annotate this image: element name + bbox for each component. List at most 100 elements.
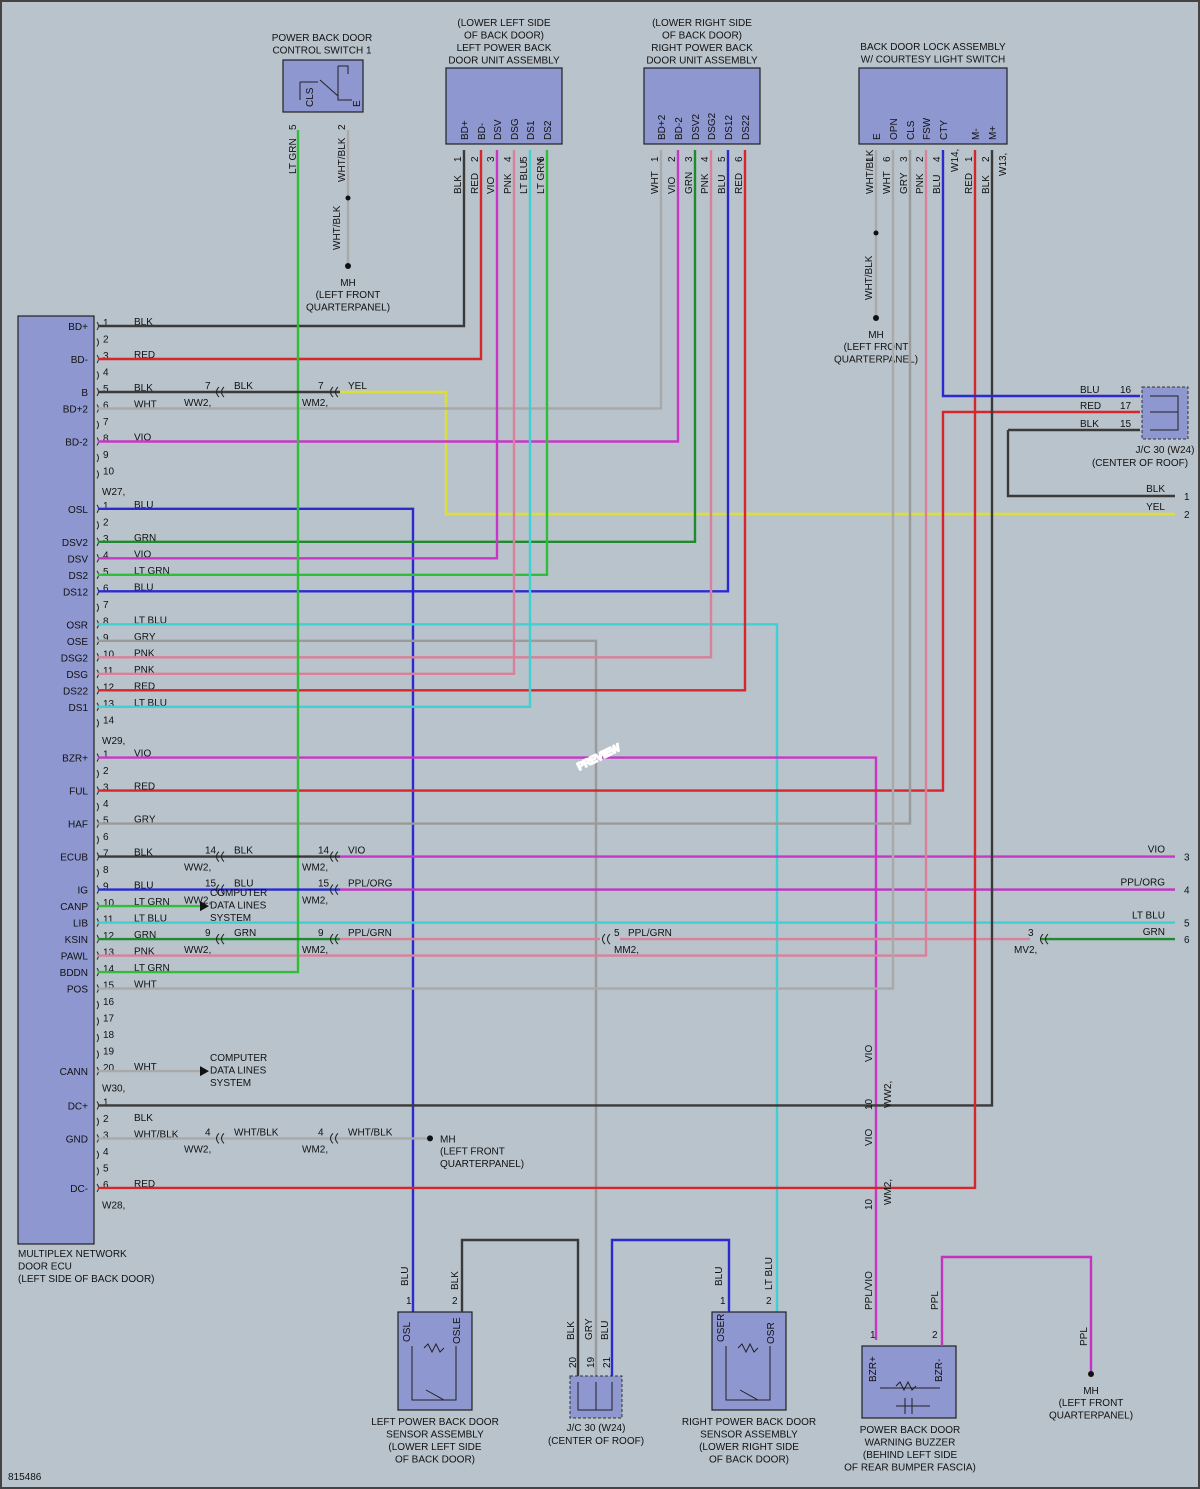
left-unit-pin-number: 2 [470,156,481,162]
ecu-pin-number: 4 [103,799,109,810]
ecu-pin-name: DSG [66,670,88,681]
ecu-pin-number: 9 [103,633,109,644]
ecu-pin-name: IG [77,886,88,897]
wire-color-label: RED [134,1179,155,1190]
left-sensor-title: SENSOR ASSEMBLY [386,1430,484,1441]
connector-id: MV2, [1014,945,1037,956]
ecu-pin-name: DS1 [69,703,89,714]
wire-color-label: GRN [134,533,156,544]
left-unit-title: OF BACK DOOR) [464,31,544,42]
wire-color-label: WHT/BLK [134,1129,179,1140]
left-unit-wire-label: BLK [453,175,464,194]
wire-ds12 [98,150,730,593]
connector-ww2 [216,1133,225,1144]
ecu-pin-name: PAWL [61,952,89,963]
ecu-pin-name: CANP [60,902,88,913]
left-unit-pin-name: DS2 [543,120,554,140]
lock-assy-pin-name: FSW [922,117,933,140]
pin-mark [96,719,99,728]
right-unit-wire-label: GRN [684,172,695,194]
connector-id: WW2, [184,398,211,409]
wire-label: VIO [348,846,365,857]
pin-mark [96,1017,99,1026]
ecu-pin-number: 15 [103,981,115,992]
splice-dot [873,230,879,236]
figure-id: 815486 [8,1472,42,1483]
ecu-pin-number: 20 [103,1063,115,1074]
ground-lock-loc: QUARTERPANEL) [834,355,918,366]
lock-assy-wire-label: WHT/BLK [865,149,876,194]
lock-assy-pin-number: 1 [964,156,975,162]
right-unit-pin-name: BD-2 [674,117,685,140]
left-unit-pin-name: DSV [493,119,504,140]
pin-mark [96,470,99,479]
lock-assy-pin-number: 2 [981,156,992,162]
lock-assy-pin-name: M- [971,128,982,140]
jc30-pin: 15 [1120,419,1132,430]
switch1-symbol [299,65,352,101]
pin-mark [96,769,99,779]
pin-mark [96,1150,99,1160]
wire-color-label: RED [134,782,155,793]
lock-assy-wire-label: WHT [882,171,893,194]
right-unit-title: OF BACK DOOR) [662,31,742,42]
ecu-connector-id: W28, [102,1200,125,1211]
ecu-pin-name: OSL [68,505,88,516]
left-unit-title: (LOWER LEFT SIDE [457,18,550,29]
right-unit-wire-label: WHT [650,171,661,194]
wire-label: PPL [1079,1327,1090,1346]
left-unit-title: DOOR UNIT ASSEMBLY [448,56,560,67]
left-unit-pin-name: BD+ [460,120,471,140]
conn-pin: 7 [318,381,324,392]
right-edge-wire: PPL/ORG [1121,878,1166,889]
lock-conn-id: W14, [950,149,961,172]
ecu-pin-number: 13 [103,699,115,710]
right-unit-wire-label: BLU [717,175,728,194]
connector-wm2 [330,884,339,895]
computer-data-lines: COMPUTER [210,888,267,899]
pin-mark [96,1167,99,1176]
ecu-pin-name: BD- [71,355,88,366]
wire-buzzer-ppl [940,1255,1093,1374]
lock-assy-pin-name: CLS [906,120,917,140]
pin-mark [96,1000,99,1010]
wire-label: BLK [234,381,253,392]
wire-yel [340,390,1175,516]
ground-icon [427,1135,433,1142]
conn-pin: 10 [864,1098,875,1110]
right-sensor-num: 1 [720,1296,726,1307]
jc30-sub: (CENTER OF ROOF) [1092,458,1188,469]
ecu-pin-number: 2 [103,517,109,528]
ecu-pin-name: B [81,388,88,399]
connector-id: WM2, [883,1179,894,1205]
wire-pawl [98,150,928,957]
ecu-pin-number: 5 [103,816,109,827]
conn-pin: 14 [318,846,330,857]
switch1-num: 5 [288,124,299,130]
connector-mm2 [602,933,611,945]
ground-lock-icon [873,315,879,321]
jc30-pin: 17 [1120,401,1132,412]
conn-pin: 5 [614,928,620,939]
connector-id: WW2, [184,1144,211,1155]
jc30-sub: (CENTER OF ROOF) [548,1436,644,1447]
buzzer-wire: PPL/VIO [864,1271,875,1310]
lock-assy-pin-number: 1 [865,156,876,162]
buzzer-num: 2 [932,1330,938,1341]
pin-mark [96,453,99,463]
wire-label: YEL [348,381,367,392]
wire-dcplus [98,150,994,1107]
ecu-pin-number: 2 [103,766,109,777]
ground-switch-loc: QUARTERPANEL) [306,303,390,314]
right-sensor-pin: OSR [766,1322,777,1344]
connector-id: WW2, [184,863,211,874]
ecu-title: DOOR ECU [18,1262,72,1273]
buzzer-title: (BEHIND LEFT SIDE [863,1450,958,1461]
ecu-pin-name: DSV2 [62,538,89,549]
computer-data-lines: SYSTEM [210,913,251,924]
right-sensor-symbol [725,1342,771,1401]
buzzer-wire: PPL [930,1291,941,1310]
wire-bzr [98,756,878,1340]
wire-color-label: BLK [134,317,153,328]
ecu-pin-number: 11 [103,915,114,926]
